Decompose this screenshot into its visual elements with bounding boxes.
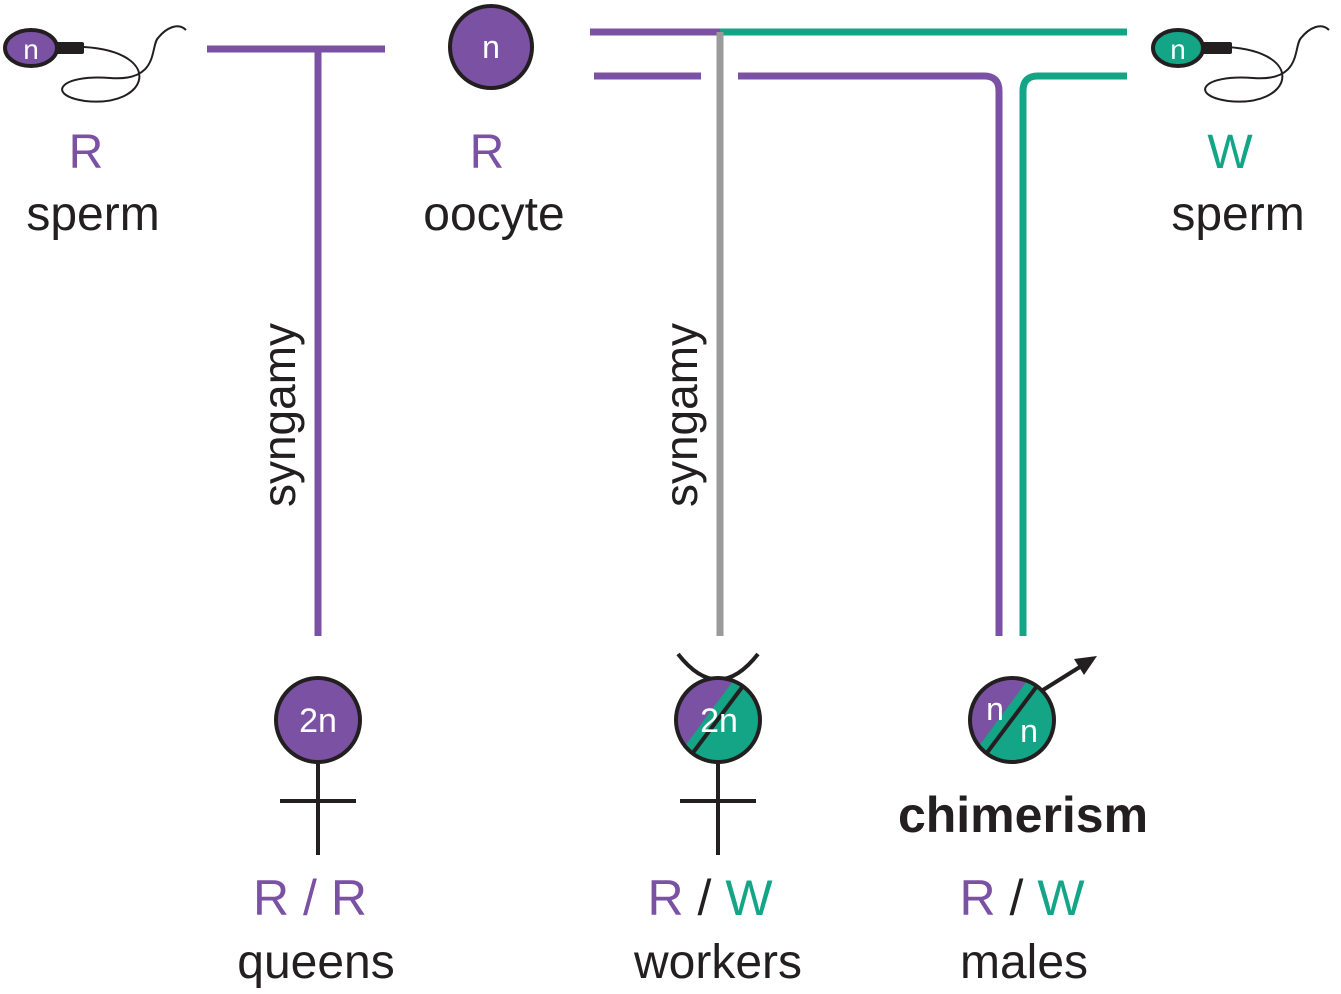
sperm-w: n W sperm (1151, 25, 1330, 241)
queen-allele-b: R (331, 870, 367, 926)
queen-ploidy: 2n (299, 702, 337, 740)
sperm-r: n R sperm (3, 25, 187, 241)
syngamy-label-left: syngamy (253, 323, 305, 507)
queen-allele-a: R (253, 870, 289, 926)
oocyte: n R oocyte (423, 4, 565, 241)
sperm-r-genotype: R (69, 126, 104, 179)
worker-ploidy: 2n (700, 702, 738, 740)
queen-genotype: R / R (253, 870, 367, 926)
male-label: males (960, 936, 1088, 989)
male-offspring: n n chimerism R / W males (898, 656, 1148, 989)
worker-arc (676, 652, 760, 682)
male-symbol-arrow-head (1074, 656, 1097, 675)
male-purple-path (738, 72, 1003, 636)
oocyte-cell (448, 4, 534, 90)
sperm-r-head (3, 28, 59, 68)
sperm-w-midpiece (1201, 42, 1232, 54)
queen-separator: / (303, 870, 317, 926)
male-symbol-arrow-shaft (1041, 663, 1085, 692)
sperm-w-label: sperm (1171, 188, 1304, 241)
worker-allele-a: R (647, 870, 683, 926)
queen-cell (274, 676, 362, 764)
sperm-w-head (1151, 28, 1205, 68)
worker-allele-b: W (725, 870, 773, 926)
queen-label: queens (237, 936, 394, 989)
oocyte-ploidy: n (482, 29, 500, 65)
male-ploidy-a: n (986, 691, 1004, 727)
worker-cell (674, 676, 762, 764)
worker-offspring: 2n R / W workers (633, 652, 802, 989)
male-genotype: R / W (959, 870, 1085, 926)
oocyte-genotype: R (470, 126, 505, 179)
worker-separator: / (698, 870, 712, 926)
male-cell (968, 676, 1056, 764)
syngamy-label-right: syngamy (655, 323, 707, 507)
chimerism-label: chimerism (898, 787, 1148, 843)
worker-genotype: R / W (647, 870, 773, 926)
male-green-path (1019, 72, 1127, 636)
sperm-w-tail (1204, 25, 1330, 103)
sperm-r-ploidy: n (23, 34, 39, 65)
connector-lines (207, 28, 1127, 636)
sperm-w-genotype: W (1207, 126, 1253, 179)
male-separator: / (1010, 870, 1024, 926)
sperm-r-label: sperm (26, 188, 159, 241)
male-allele-a: R (959, 870, 995, 926)
male-allele-b: W (1037, 870, 1085, 926)
queen-offspring: 2n R / R queens (237, 676, 395, 989)
sperm-w-ploidy: n (1170, 34, 1186, 65)
oocyte-label: oocyte (423, 188, 564, 241)
sperm-r-tail (61, 25, 187, 103)
worker-label: workers (633, 936, 802, 989)
male-ploidy-b: n (1020, 713, 1038, 749)
